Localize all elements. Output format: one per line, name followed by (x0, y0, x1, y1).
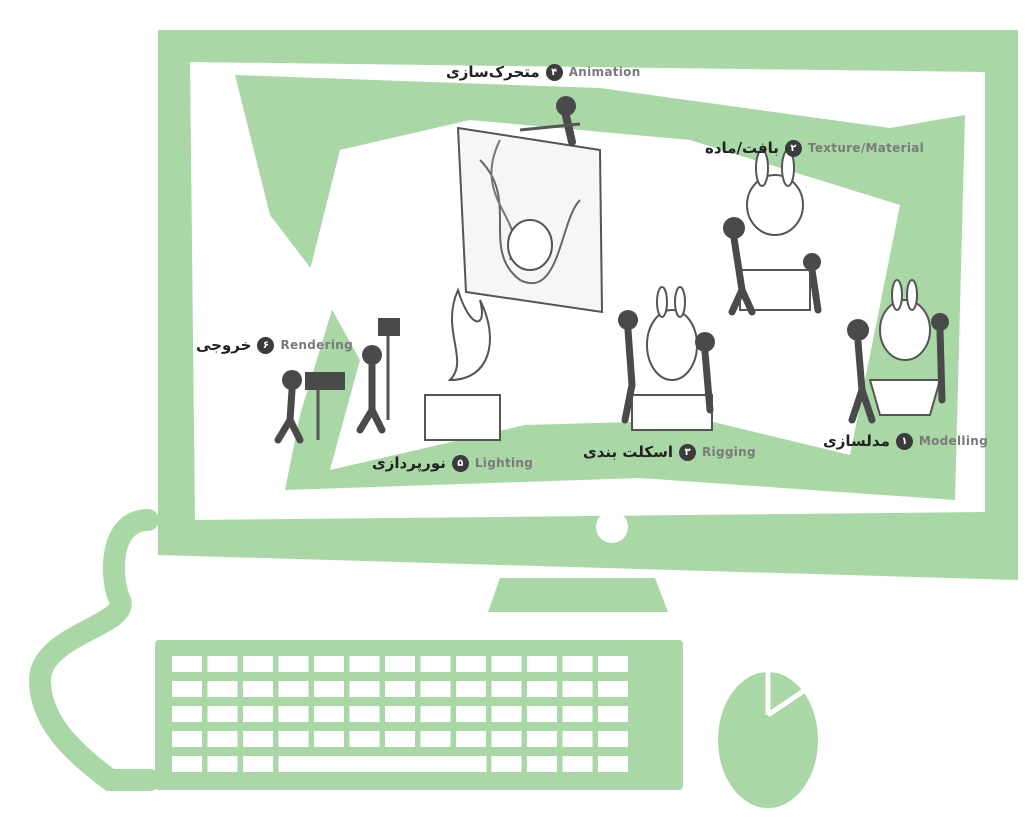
keyboard-key (421, 731, 451, 747)
keyboard-key (350, 731, 380, 747)
stage-label-animation: متحرک‌سازی ۴ Animation (446, 63, 641, 81)
stage-label-lighting: نورپردازی ۵ Lighting (372, 454, 533, 472)
stage-english: Texture/Material (808, 141, 924, 155)
keyboard-key (208, 656, 238, 672)
keyboard-key (314, 681, 344, 697)
keyboard-key (385, 731, 415, 747)
keyboard-key (279, 656, 309, 672)
stage-english: Animation (569, 65, 641, 79)
keyboard-key (172, 681, 202, 697)
stage-persian: بافت/ماده (705, 139, 779, 157)
keyboard-key (527, 706, 557, 722)
keyboard-key (527, 756, 557, 772)
keyboard-key (492, 731, 522, 747)
keyboard-key (492, 681, 522, 697)
keyboard-key (492, 656, 522, 672)
stage-english: Modelling (919, 434, 988, 448)
stage-number-badge: ۶ (257, 337, 274, 354)
stage-label-texture: بافت/ماده ۲ Texture/Material (705, 139, 924, 157)
keyboard-key (314, 731, 344, 747)
keyboard-key (243, 706, 273, 722)
keyboard-key (527, 731, 557, 747)
stage-persian: مدلسازی (823, 432, 890, 450)
keyboard-key (208, 731, 238, 747)
stage-number-badge: ۲ (785, 140, 802, 157)
stage-persian: متحرک‌سازی (446, 63, 540, 81)
keyboard-key (456, 681, 486, 697)
keyboard-key (350, 656, 380, 672)
keyboard-key (598, 731, 628, 747)
stage-label-modelling: مدلسازی ۱ Modelling (823, 432, 988, 450)
keyboard-key (172, 706, 202, 722)
keyboard-key (243, 756, 273, 772)
keyboard-key (385, 656, 415, 672)
stage-english: Lighting (475, 456, 533, 470)
keyboard-key (172, 656, 202, 672)
power-button-icon (596, 511, 628, 543)
keyboard-key (208, 681, 238, 697)
keyboard (155, 640, 683, 790)
keyboard-key (208, 706, 238, 722)
keyboard-key (527, 656, 557, 672)
stage-number-badge: ۴ (546, 64, 563, 81)
stage-number-badge: ۵ (452, 455, 469, 472)
keyboard-key (243, 681, 273, 697)
keyboard-key (385, 706, 415, 722)
stage-number-badge: ۱ (896, 433, 913, 450)
keyboard-key (314, 706, 344, 722)
keyboard-key (492, 706, 522, 722)
stage-english: Rendering (280, 338, 353, 352)
mouse-icon (718, 672, 818, 808)
stage-label-rigging: اسکلت بندی ۳ Rigging (583, 443, 756, 461)
keyboard-key (314, 656, 344, 672)
stage-label-rendering: خروجی ۶ Rendering (196, 336, 353, 354)
keyboard-key (563, 756, 593, 772)
keyboard-key (421, 656, 451, 672)
keyboard-key (172, 731, 202, 747)
keyboard-key (456, 656, 486, 672)
keyboard-spacebar (279, 756, 487, 772)
keyboard-key (598, 706, 628, 722)
stage-persian: خروجی (196, 336, 251, 354)
keyboard-key (421, 681, 451, 697)
keyboard-key (598, 681, 628, 697)
keyboard-key (279, 731, 309, 747)
keyboard-key (563, 731, 593, 747)
keyboard-key (527, 681, 557, 697)
keyboard-key (243, 731, 273, 747)
keyboard-key (421, 706, 451, 722)
keyboard-key (456, 731, 486, 747)
keyboard-key (563, 706, 593, 722)
stage-number-badge: ۳ (679, 444, 696, 461)
keyboard-key (279, 681, 309, 697)
keyboard-key (243, 656, 273, 672)
keyboard-key (563, 656, 593, 672)
cable (40, 520, 150, 780)
keyboard-key (563, 681, 593, 697)
keyboard-key (350, 706, 380, 722)
stage-persian: نورپردازی (372, 454, 446, 472)
keyboard-key (598, 756, 628, 772)
keyboard-key (350, 681, 380, 697)
stage-persian: اسکلت بندی (583, 443, 673, 461)
keyboard-key (456, 706, 486, 722)
keyboard-key (208, 756, 238, 772)
stage-english: Rigging (702, 445, 756, 459)
keyboard-key (172, 756, 202, 772)
keyboard-key (598, 656, 628, 672)
keyboard-key (492, 756, 522, 772)
keyboard-key (279, 706, 309, 722)
keyboard-key (385, 681, 415, 697)
